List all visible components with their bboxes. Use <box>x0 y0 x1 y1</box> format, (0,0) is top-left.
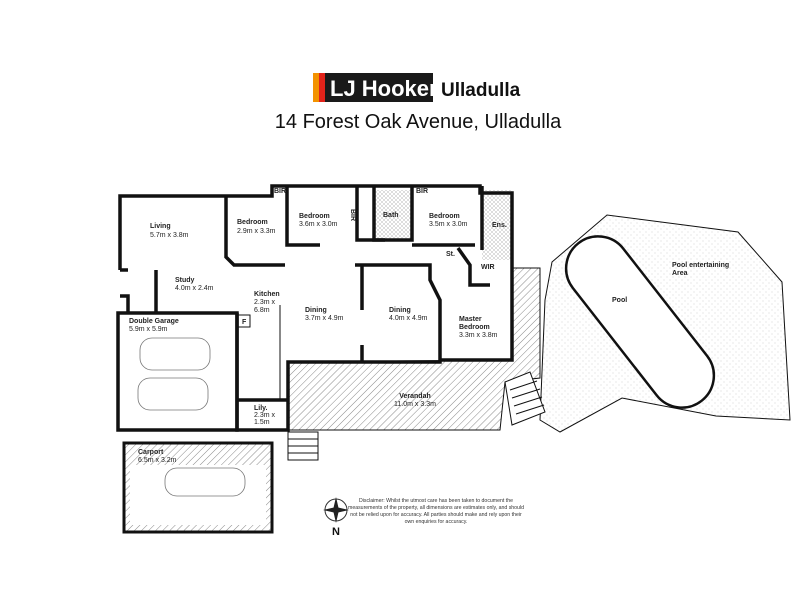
verandah-steps <box>504 371 546 426</box>
north-label: N <box>332 526 340 538</box>
laundry-size-1: 2.3m x <box>254 412 276 419</box>
pool-label: Pool <box>612 297 627 304</box>
bir2-label: BIR <box>349 209 356 221</box>
bedroom3-size: 3.5m x 3.0m <box>429 221 468 228</box>
svg-text:Disclaimer: Whilst the utmost: Disclaimer: Whilst the utmost care has b… <box>359 498 513 504</box>
store-label: St. <box>446 251 455 258</box>
kitchen-label: Kitchen <box>254 291 280 298</box>
disclaimer: Disclaimer: Whilst the utmost care has b… <box>348 498 524 525</box>
living-size: 5.7m x 3.8m <box>150 232 189 239</box>
compass-icon <box>323 497 349 523</box>
carport-size: 6.5m x 3.2m <box>138 457 177 464</box>
verandah-label: Verandah <box>399 393 431 400</box>
bath-tiles <box>374 190 412 240</box>
master-label-2: Bedroom <box>459 324 490 331</box>
pool-area <box>539 214 791 433</box>
dining1-size: 3.7m x 4.9m <box>305 315 344 322</box>
svg-text:measurements of the property,: measurements of the property, all dimens… <box>348 505 524 511</box>
wir-label: WIR <box>481 264 495 271</box>
study-size: 4.0m x 2.4m <box>175 285 214 292</box>
bath-label: Bath <box>383 212 399 219</box>
kitchen-size-1: 2.3m x <box>254 299 276 306</box>
master-size: 3.3m x 3.8m <box>459 332 498 339</box>
svg-text:not be relied upon for accurac: not be relied upon for accuracy. All par… <box>350 512 522 518</box>
master-label-1: Master <box>459 316 482 323</box>
logo-text: LJ Hooker <box>330 76 438 101</box>
carport <box>122 441 274 534</box>
bir1-label: BIR <box>274 188 286 195</box>
car-icon <box>139 337 211 371</box>
bedroom2-size: 3.6m x 3.0m <box>299 221 338 228</box>
garage-size: 5.9m x 5.9m <box>129 326 168 333</box>
svg-text:own enquiries for accuracy.: own enquiries for accuracy. <box>405 519 468 525</box>
ensuite-label: Ens. <box>492 222 507 229</box>
office-name: Ulladulla <box>441 80 521 101</box>
study-label: Study <box>175 277 195 284</box>
dining1-label: Dining <box>305 307 327 314</box>
verandah-size: 11.0m x 3.3m <box>394 401 436 408</box>
bedroom3-label: Bedroom <box>429 213 460 220</box>
kitchen-size-2: 6.8m <box>254 307 270 314</box>
bir3-label: BIR <box>416 188 428 195</box>
laundry-label: Lily. <box>254 405 268 412</box>
carport-label: Carport <box>138 449 164 456</box>
lj-hooker-logo: LJ Hooker <box>313 73 438 102</box>
bedroom2-label: Bedroom <box>299 213 330 220</box>
ensuite-tiles <box>482 190 512 260</box>
pool-area-label-1: Pool entertaining <box>672 262 729 269</box>
garage-label: Double Garage <box>129 318 179 325</box>
bedroom1-label: Bedroom <box>237 219 268 226</box>
car-icon <box>137 377 209 411</box>
pool-area-label-2: Area <box>672 270 688 277</box>
dining2-size: 4.0m x 4.9m <box>389 315 428 322</box>
fridge-label: F <box>242 319 247 326</box>
verandah <box>287 267 546 461</box>
walls <box>116 184 514 432</box>
car-icon <box>164 467 246 497</box>
pool <box>564 235 716 409</box>
dining2-label: Dining <box>389 307 411 314</box>
room-labels: Living 5.7m x 3.8m Bedroom 2.9m x 3.3m B… <box>129 188 729 464</box>
property-address: 14 Forest Oak Avenue, Ulladulla <box>275 111 562 133</box>
bedroom1-size: 2.9m x 3.3m <box>237 228 276 235</box>
laundry-size-2: 1.5m <box>254 419 270 426</box>
rear-steps <box>287 431 319 461</box>
living-label: Living <box>150 223 171 230</box>
